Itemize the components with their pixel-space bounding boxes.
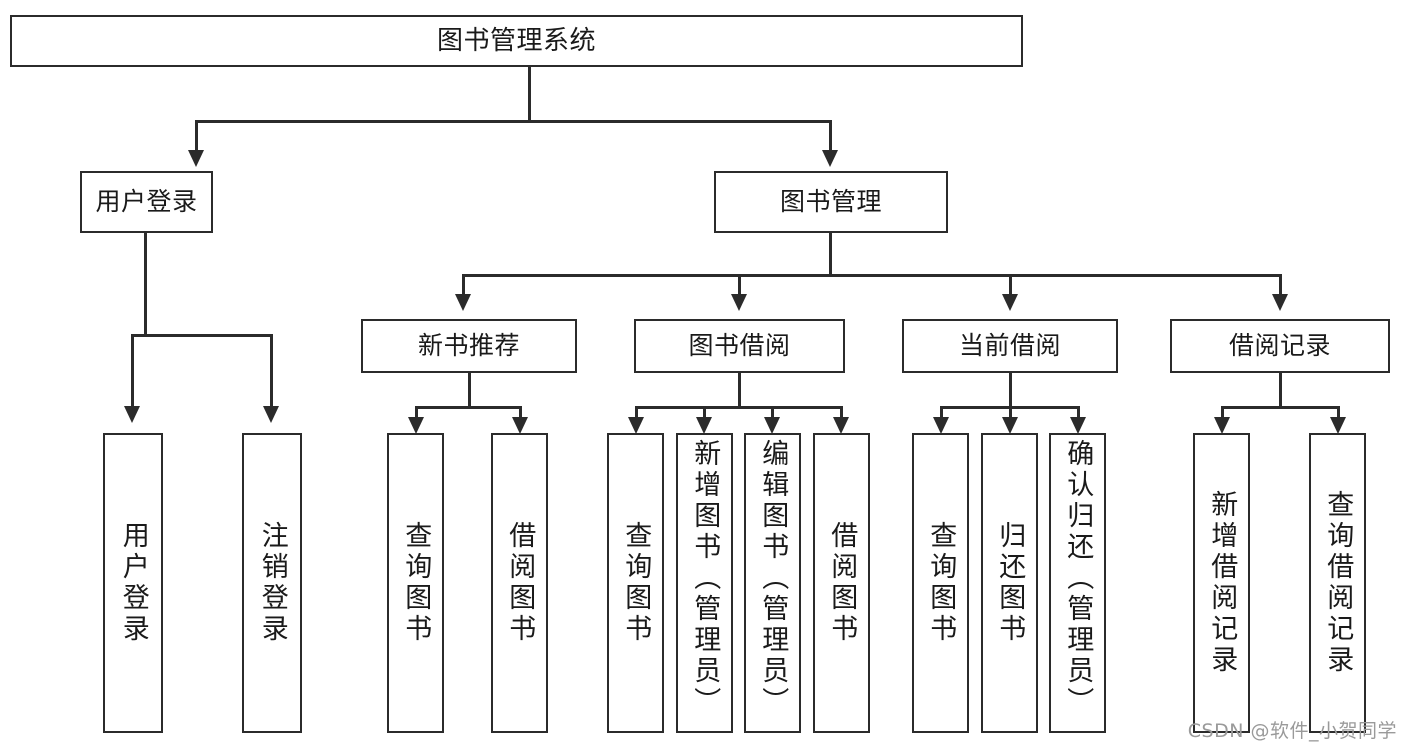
edge-nb-to-leaf-1 (415, 406, 418, 420)
arrowhead-query-book-3 (933, 417, 949, 434)
edge-bm-to-current-borrow (1009, 274, 1012, 296)
edge-bb-to-leaf-2 (703, 406, 706, 420)
arrowhead-borrow-book-2 (833, 417, 849, 434)
edge-cb-to-leaf-3 (1077, 406, 1080, 420)
edge-new-book-bus (416, 406, 521, 409)
node-leaf-add-borrow-record[interactable]: 新增借阅记录 (1193, 433, 1250, 733)
arrowhead-confirm-return (1070, 417, 1086, 434)
node-current-borrow-label: 当前借阅 (958, 331, 1061, 361)
edge-user-login-stem (144, 233, 147, 335)
edge-bm-to-book-borrow (738, 274, 741, 296)
node-leaf-query-book-1-label: 查询图书 (400, 521, 432, 645)
edge-borrow-record-bus (1222, 406, 1338, 409)
arrowhead-query-book-2 (628, 417, 644, 434)
arrowhead-user-login (188, 150, 204, 167)
arrowhead-current-borrow (1002, 294, 1018, 311)
node-new-book-recommend-label: 新书推荐 (417, 331, 520, 361)
edge-bb-to-leaf-3 (771, 406, 774, 420)
edge-user-login-bus (132, 334, 272, 337)
arrowhead-query-borrow-record (1330, 417, 1346, 434)
node-leaf-borrow-book-2[interactable]: 借阅图书 (813, 433, 870, 733)
edge-root-to-book-management (829, 120, 832, 152)
arrowhead-return-book (1002, 417, 1018, 434)
node-leaf-query-borrow-record[interactable]: 查询借阅记录 (1309, 433, 1366, 733)
node-book-borrow[interactable]: 图书借阅 (634, 319, 845, 373)
node-leaf-borrow-book-2-label: 借阅图书 (826, 521, 858, 645)
edge-book-borrow-bus (636, 406, 842, 409)
edge-bb-to-leaf-4 (840, 406, 843, 420)
node-leaf-borrow-book-1-label: 借阅图书 (504, 521, 536, 645)
edge-book-management-bus (463, 274, 1281, 277)
arrowhead-add-book (696, 417, 712, 434)
node-leaf-query-borrow-record-label: 查询借阅记录 (1322, 490, 1354, 676)
arrowhead-add-borrow-record (1214, 417, 1230, 434)
node-leaf-user-login-label: 用户登录 (117, 521, 149, 645)
arrowhead-leaf-user-login (124, 406, 140, 423)
node-root-label: 图书管理系统 (436, 25, 596, 56)
node-leaf-logout-login[interactable]: 注销登录 (242, 433, 302, 733)
arrowhead-book-borrow (731, 294, 747, 311)
edge-root-to-user-login (195, 120, 198, 152)
edge-new-book-stem (468, 373, 471, 407)
edge-br-to-leaf-2 (1337, 406, 1340, 420)
node-leaf-borrow-book-1[interactable]: 借阅图书 (491, 433, 548, 733)
edge-user-login-to-leaf-1 (131, 334, 134, 408)
node-leaf-edit-book[interactable]: 编辑图书（管理员） (744, 433, 801, 733)
node-leaf-edit-book-label: 编辑图书（管理员） (757, 439, 789, 718)
node-leaf-add-book-label: 新增图书（管理员） (689, 439, 721, 718)
edge-book-borrow-stem (738, 373, 741, 407)
edge-br-to-leaf-1 (1221, 406, 1224, 420)
node-new-book-recommend[interactable]: 新书推荐 (361, 319, 577, 373)
node-leaf-query-book-3[interactable]: 查询图书 (912, 433, 969, 733)
edge-root-stem (528, 66, 531, 122)
node-user-login-label: 用户登录 (95, 187, 198, 217)
edge-book-management-stem (829, 233, 832, 275)
arrowhead-query-book-1 (408, 417, 424, 434)
node-leaf-query-book-1[interactable]: 查询图书 (387, 433, 444, 733)
edge-bm-to-new-book (462, 274, 465, 296)
arrowhead-borrow-book-1 (512, 417, 528, 434)
edge-root-bus (196, 120, 831, 123)
arrowhead-edit-book (764, 417, 780, 434)
node-leaf-query-book-2-label: 查询图书 (620, 521, 652, 645)
node-leaf-add-book[interactable]: 新增图书（管理员） (676, 433, 733, 733)
watermark: CSDN @软件_小贺同学 (1187, 720, 1397, 742)
edge-current-borrow-stem (1009, 373, 1012, 407)
node-leaf-add-borrow-record-label: 新增借阅记录 (1206, 490, 1238, 676)
edge-bm-to-borrow-record (1279, 274, 1282, 296)
node-leaf-user-login[interactable]: 用户登录 (103, 433, 163, 733)
node-leaf-query-book-2[interactable]: 查询图书 (607, 433, 664, 733)
node-leaf-query-book-3-label: 查询图书 (925, 521, 957, 645)
node-leaf-logout-login-label: 注销登录 (256, 521, 288, 645)
node-user-login[interactable]: 用户登录 (80, 171, 213, 233)
node-current-borrow[interactable]: 当前借阅 (902, 319, 1118, 373)
node-leaf-return-book-label: 归还图书 (994, 521, 1026, 645)
edge-nb-to-leaf-2 (519, 406, 522, 420)
node-book-borrow-label: 图书借阅 (688, 331, 791, 361)
arrowhead-new-book-recommend (455, 294, 471, 311)
edge-bb-to-leaf-1 (635, 406, 638, 420)
node-leaf-confirm-return-label: 确认归还（管理员） (1062, 439, 1094, 718)
arrowhead-book-management (822, 150, 838, 167)
node-leaf-return-book[interactable]: 归还图书 (981, 433, 1038, 733)
arrowhead-leaf-logout-login (263, 406, 279, 423)
node-borrow-record[interactable]: 借阅记录 (1170, 319, 1390, 373)
edge-borrow-record-stem (1279, 373, 1282, 407)
node-book-management-label: 图书管理 (779, 187, 882, 217)
arrowhead-borrow-record (1272, 294, 1288, 311)
node-book-management[interactable]: 图书管理 (714, 171, 948, 233)
edge-cb-to-leaf-1 (940, 406, 943, 420)
edge-cb-to-leaf-2 (1009, 406, 1012, 420)
node-borrow-record-label: 借阅记录 (1228, 331, 1331, 361)
node-leaf-confirm-return[interactable]: 确认归还（管理员） (1049, 433, 1106, 733)
node-root[interactable]: 图书管理系统 (10, 15, 1023, 67)
edge-user-login-to-leaf-2 (270, 334, 273, 408)
